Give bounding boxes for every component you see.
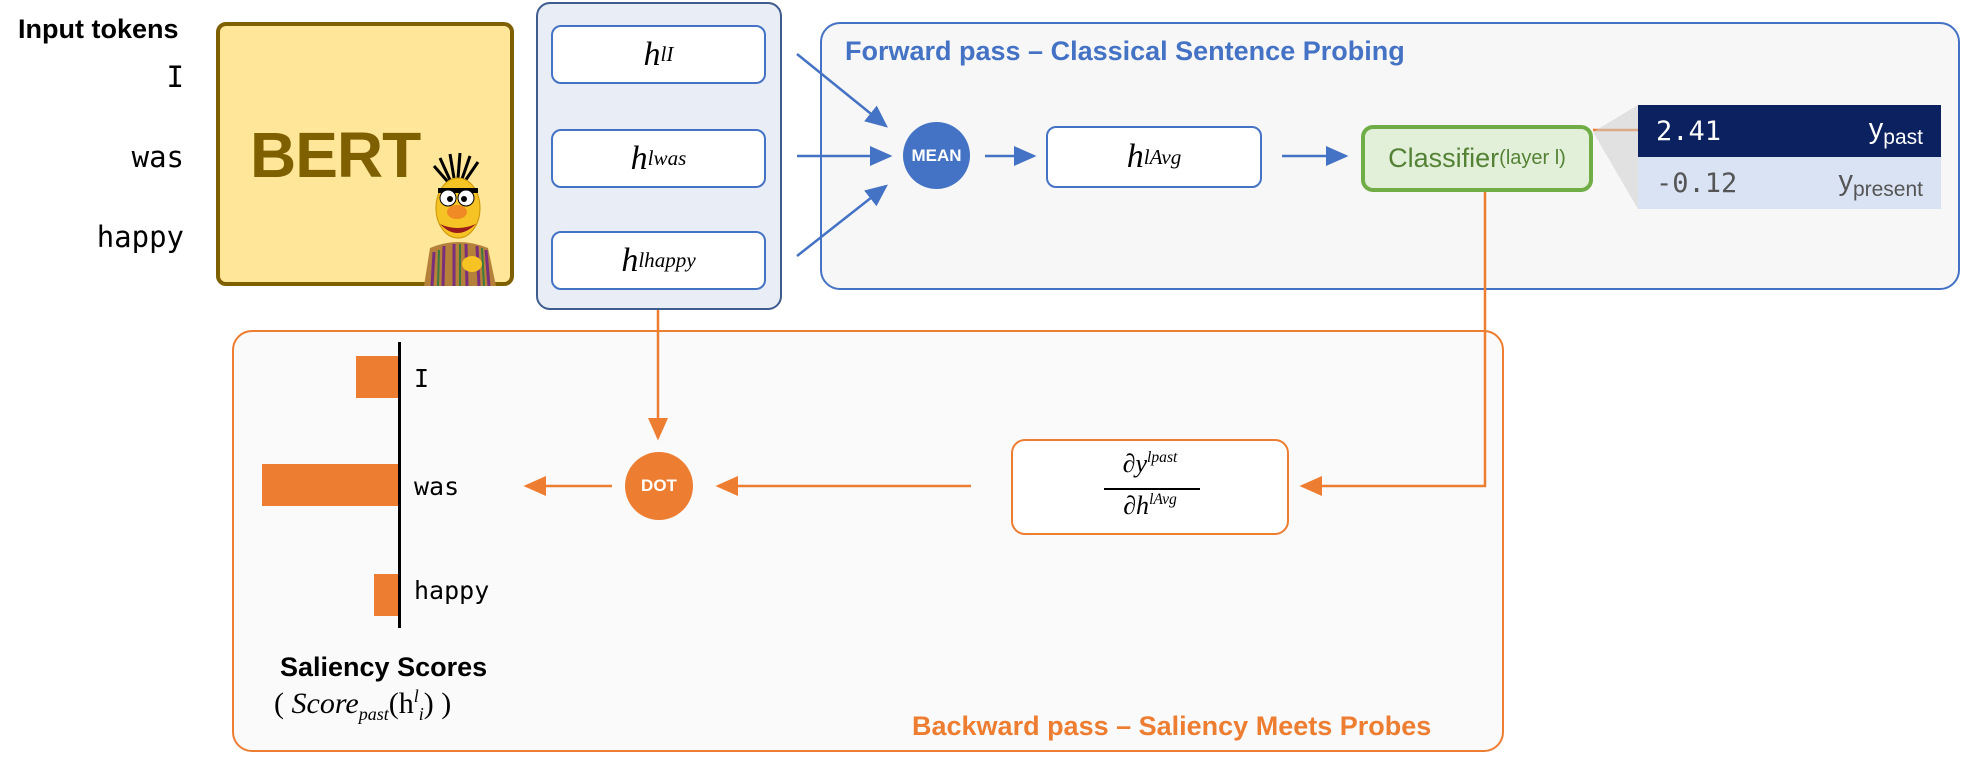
input-token-was: was bbox=[131, 140, 184, 174]
fraction-bar bbox=[1104, 488, 1200, 490]
bert-label: BERT bbox=[250, 119, 421, 191]
output-label-past: ypast bbox=[1868, 112, 1923, 149]
output-callout-wedge bbox=[1593, 105, 1638, 209]
output-row-past: 2.41 ypast bbox=[1638, 105, 1941, 157]
saliency-label-happy: happy bbox=[414, 576, 490, 605]
saliency-axis bbox=[398, 342, 401, 628]
bert-puppet-icon bbox=[424, 152, 496, 286]
input-token-happy: happy bbox=[96, 220, 184, 254]
backward-pass-title: Backward pass – Saliency Meets Probes bbox=[912, 711, 1432, 741]
saliency-bar-i bbox=[356, 356, 398, 398]
dot-node: DOT bbox=[625, 452, 693, 520]
saliency-formula: ( Scorepast(hli) ) bbox=[274, 686, 452, 724]
forward-pass-title: Forward pass – Classical Sentence Probin… bbox=[845, 36, 1405, 66]
mean-node: MEAN bbox=[903, 122, 970, 189]
output-row-present: -0.12 ypresent bbox=[1638, 157, 1941, 209]
classifier-box: Classifier(layer l) bbox=[1361, 125, 1593, 192]
arrow-h-happy-to-mean bbox=[796, 184, 888, 257]
bert-model-box bbox=[216, 22, 514, 286]
output-value-past: 2.41 bbox=[1656, 115, 1722, 147]
input-token-i: I bbox=[166, 60, 184, 94]
input-tokens-title: Input tokens bbox=[18, 14, 179, 44]
arrow-h-i-to-mean bbox=[796, 53, 888, 128]
output-label-present: ypresent bbox=[1838, 164, 1923, 201]
arrow-classifier-to-gradient bbox=[1299, 192, 1487, 496]
saliency-label-was: was bbox=[414, 472, 460, 501]
saliency-label-i: I bbox=[414, 364, 430, 393]
saliency-bar-happy bbox=[374, 574, 398, 616]
output-value-present: -0.12 bbox=[1656, 167, 1738, 199]
backward-pass-panel bbox=[232, 330, 1504, 752]
saliency-title: Saliency Scores bbox=[280, 652, 488, 682]
saliency-bar-was bbox=[262, 464, 398, 506]
